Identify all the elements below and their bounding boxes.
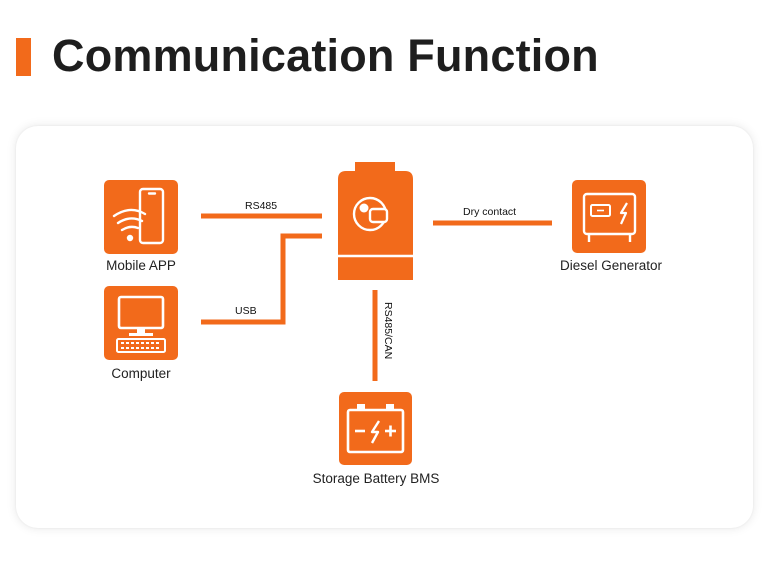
phone-wifi-icon <box>112 187 165 245</box>
battery-bms-label: Storage Battery BMS <box>313 471 440 486</box>
diesel-generator-node: Diesel Generator <box>560 180 663 273</box>
battery-bms-node: Storage Battery BMS <box>313 392 440 486</box>
inverter-node <box>338 162 413 280</box>
rs485-label: RS485 <box>245 200 277 212</box>
computer-node: Computer <box>104 286 178 381</box>
title-accent-bar <box>16 38 31 76</box>
computer-tile <box>104 286 178 360</box>
battery-icon <box>346 404 405 454</box>
desktop-computer-icon <box>116 295 166 353</box>
mobile-app-label: Mobile APP <box>106 258 176 273</box>
page-title: Communication Function <box>52 30 599 81</box>
usb-link <box>201 233 322 325</box>
usb-label: USB <box>235 305 257 317</box>
computer-label: Computer <box>111 366 171 381</box>
diesel-generator-label: Diesel Generator <box>560 258 663 273</box>
generator-icon <box>582 192 637 242</box>
mobile-app-node: Mobile APP <box>104 180 178 273</box>
rs485-can-label: RS485/CAN <box>382 302 394 359</box>
inverter-icon <box>338 196 413 258</box>
dry-contact-label: Dry contact <box>463 206 516 218</box>
